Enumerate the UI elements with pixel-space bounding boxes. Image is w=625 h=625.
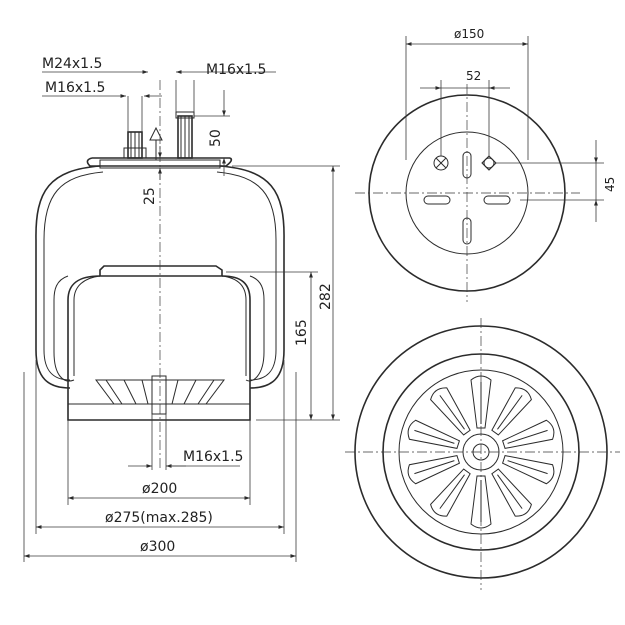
piston-rib [491, 387, 532, 436]
bellows-inner [43, 171, 104, 381]
label-dim-50: 50 [208, 129, 224, 147]
label-m24-thread: M24x1.5 [42, 56, 102, 72]
top-plate [86, 157, 233, 167]
label-dim-282: 282 [318, 283, 334, 310]
piston-rib [501, 419, 555, 449]
piston-rib [430, 387, 471, 436]
piston-rib [470, 475, 492, 529]
slot-right [483, 195, 511, 205]
piston-rib [491, 468, 532, 517]
label-dim-45: 45 [603, 177, 617, 192]
piston-rib [501, 455, 555, 485]
piston-rib-ridge [507, 429, 548, 444]
bellows-outer [35, 165, 101, 389]
label-dim-25: 25 [142, 187, 158, 205]
piston-rib [407, 419, 461, 449]
center-hole [472, 443, 490, 461]
piston-rib-ridge [497, 395, 523, 430]
center-boss [462, 433, 500, 471]
piston-rib [407, 455, 461, 485]
piston-rib-ridge [497, 474, 523, 509]
label-m16-thread-bottom: M16x1.5 [183, 449, 243, 465]
stud-marker-left [433, 155, 449, 171]
side-view: M24x1.5 M16x1.5 M16x1.5 50 25 282 165 M1… [23, 56, 340, 562]
label-m16-thread-right: M16x1.5 [206, 62, 266, 78]
piston-ribs [407, 375, 555, 529]
slot-bottom [462, 217, 472, 245]
bottom-view [345, 318, 620, 590]
label-dia-200: ø200 [142, 481, 177, 497]
label-dia-275: ø275(max.285) [105, 510, 213, 526]
piston-rib-ridge [439, 474, 465, 509]
top-studs [123, 111, 195, 160]
label-dia-300: ø300 [140, 539, 175, 555]
piston-rib-ridge [414, 429, 455, 444]
label-m16-thread-left: M16x1.5 [45, 80, 105, 96]
slot-left [423, 195, 451, 205]
label-dim-165: 165 [294, 319, 310, 346]
label-dia-150: ø150 [454, 27, 484, 41]
piston-rib-ridge [507, 460, 548, 475]
piston-rib [470, 375, 492, 429]
piston-rib-ridge [414, 460, 455, 475]
piston [53, 265, 265, 421]
slot-top [462, 151, 472, 179]
top-view: ø150 52 45 [355, 27, 617, 302]
piston-rib [430, 468, 471, 517]
label-dim-52: 52 [466, 69, 481, 83]
piston-rib-ridge [439, 395, 465, 430]
stud-marker-right [481, 155, 497, 171]
